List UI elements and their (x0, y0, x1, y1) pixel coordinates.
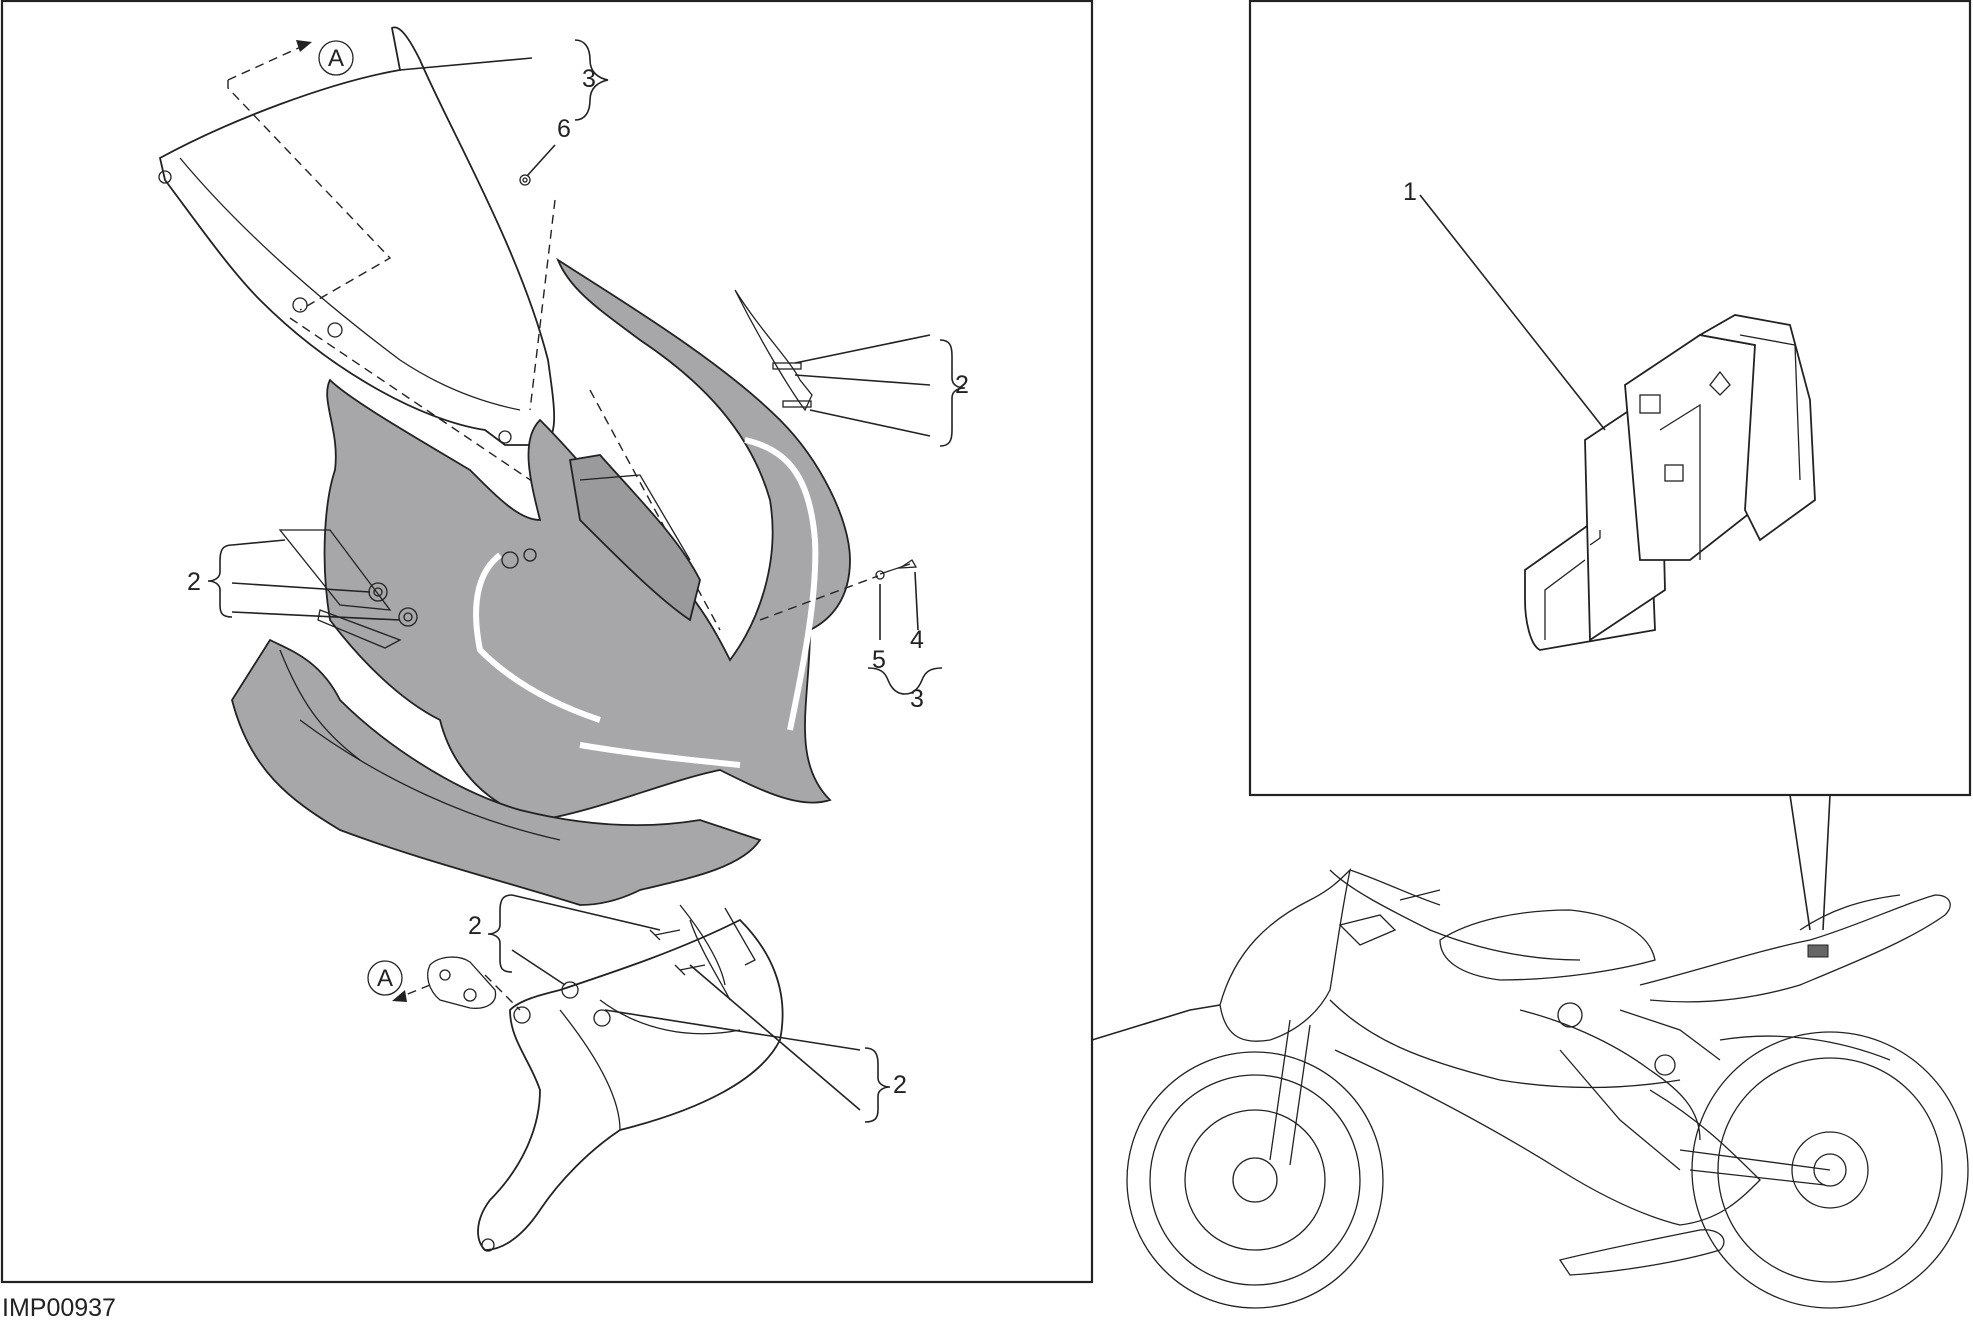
callout-control-unit: 1 (1403, 178, 1417, 206)
image-code-label: IMP00937 (2, 1294, 116, 1322)
callout-screw: 4 (910, 626, 924, 654)
screw-and-washer (759, 559, 918, 621)
callout-nut: 6 (557, 115, 571, 143)
inner-fairing-bracket (568, 454, 701, 622)
nut-6 (519, 174, 531, 186)
reference-letter-top: A (328, 45, 344, 72)
motorcycle-outline (1126, 868, 1969, 1309)
fairing-brand-marking: DUCATI (808, 640, 844, 701)
left-detail-frame (0, 0, 1094, 1284)
callout-brackets-bottom-left: 2 (468, 912, 482, 940)
lower-mounting-plate (427, 956, 497, 1009)
callout-windscreen-kit: 3 (582, 65, 596, 93)
control-unit-location (1807, 944, 1829, 958)
callout-brackets-bottom-right: 2 (893, 1071, 907, 1099)
headlight-subframe (477, 904, 784, 1252)
right-brackets (734, 289, 813, 412)
callout-brackets-right: 2 (955, 371, 969, 399)
reference-letter-bottom: A (377, 965, 393, 992)
callout-washer: 5 (872, 646, 886, 674)
callout-fastener-kit: 3 (910, 685, 924, 713)
callout-brackets-left: 2 (187, 568, 201, 596)
control-unit (1524, 314, 1816, 651)
right-detail-frame (1248, 0, 1972, 797)
lower-fairing (231, 638, 762, 906)
windscreen (158, 26, 556, 446)
